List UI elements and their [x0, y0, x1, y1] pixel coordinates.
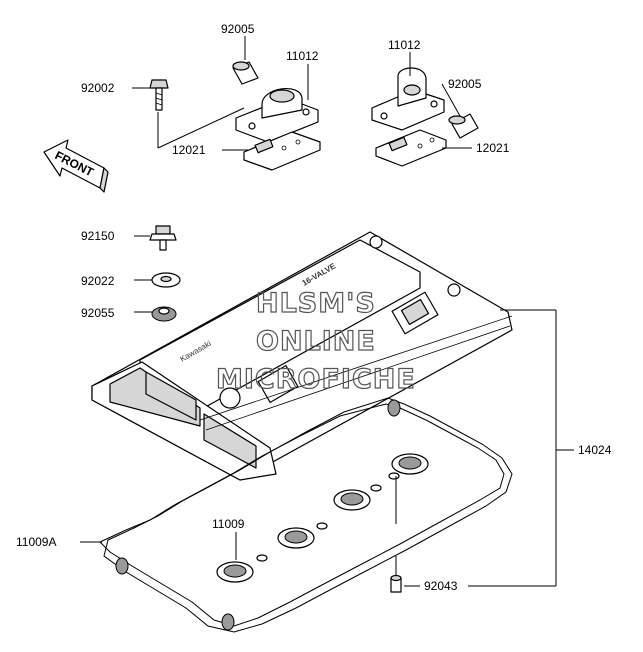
breather-body-11012-left	[235, 88, 319, 143]
gasket-12021-left	[243, 131, 321, 171]
front-arrow: FRONT	[43, 139, 109, 193]
breather-assembly-right	[371, 67, 479, 167]
grommet-92055	[151, 306, 177, 322]
label-92022: 92022	[81, 274, 115, 288]
label-11012-left: 11012	[286, 49, 319, 63]
cap-92005-left	[232, 61, 259, 85]
label-92150: 92150	[81, 229, 115, 243]
watermark: HLSM'S ONLINE MICROFICHE	[215, 287, 416, 395]
label-92002: 92002	[81, 81, 115, 95]
label-92055: 92055	[81, 306, 115, 320]
label-14024: 14024	[578, 443, 612, 457]
label-12021-right: 12021	[476, 141, 510, 155]
part-labels: 92005 11012 92002 12021 11012 92005 1202…	[16, 22, 612, 593]
cap-92005-right	[448, 113, 479, 139]
bolt-92150	[149, 225, 177, 251]
leader-lines	[80, 36, 574, 587]
plug-seal-1	[216, 554, 268, 583]
label-11009: 11009	[212, 517, 245, 531]
label-11012-right: 11012	[388, 38, 421, 52]
washer-92022	[151, 272, 181, 288]
label-12021-left: 12021	[172, 143, 206, 157]
gasket-12021-right	[375, 129, 447, 167]
watermark-line-2: ONLINE	[256, 326, 376, 357]
label-92005-right: 92005	[448, 77, 482, 91]
watermark-line-1: HLSM'S	[256, 288, 376, 319]
head-cover-gasket	[99, 397, 513, 633]
label-11009A: 11009A	[16, 535, 56, 549]
breather-body-11012-right	[371, 67, 445, 131]
plug-seal-4	[388, 453, 429, 480]
breather-assembly-left	[149, 61, 321, 171]
plug-seal-2	[277, 522, 328, 549]
label-92005-top: 92005	[221, 22, 255, 36]
bolt-92002	[149, 79, 169, 111]
cylinder-head-cover: 16-VALVE Kawasaki	[91, 231, 513, 481]
watermark-line-3: MICROFICHE	[216, 364, 416, 395]
dowel-pin-92043	[390, 574, 402, 593]
label-92043: 92043	[424, 579, 458, 593]
plug-seal-3	[333, 484, 382, 511]
